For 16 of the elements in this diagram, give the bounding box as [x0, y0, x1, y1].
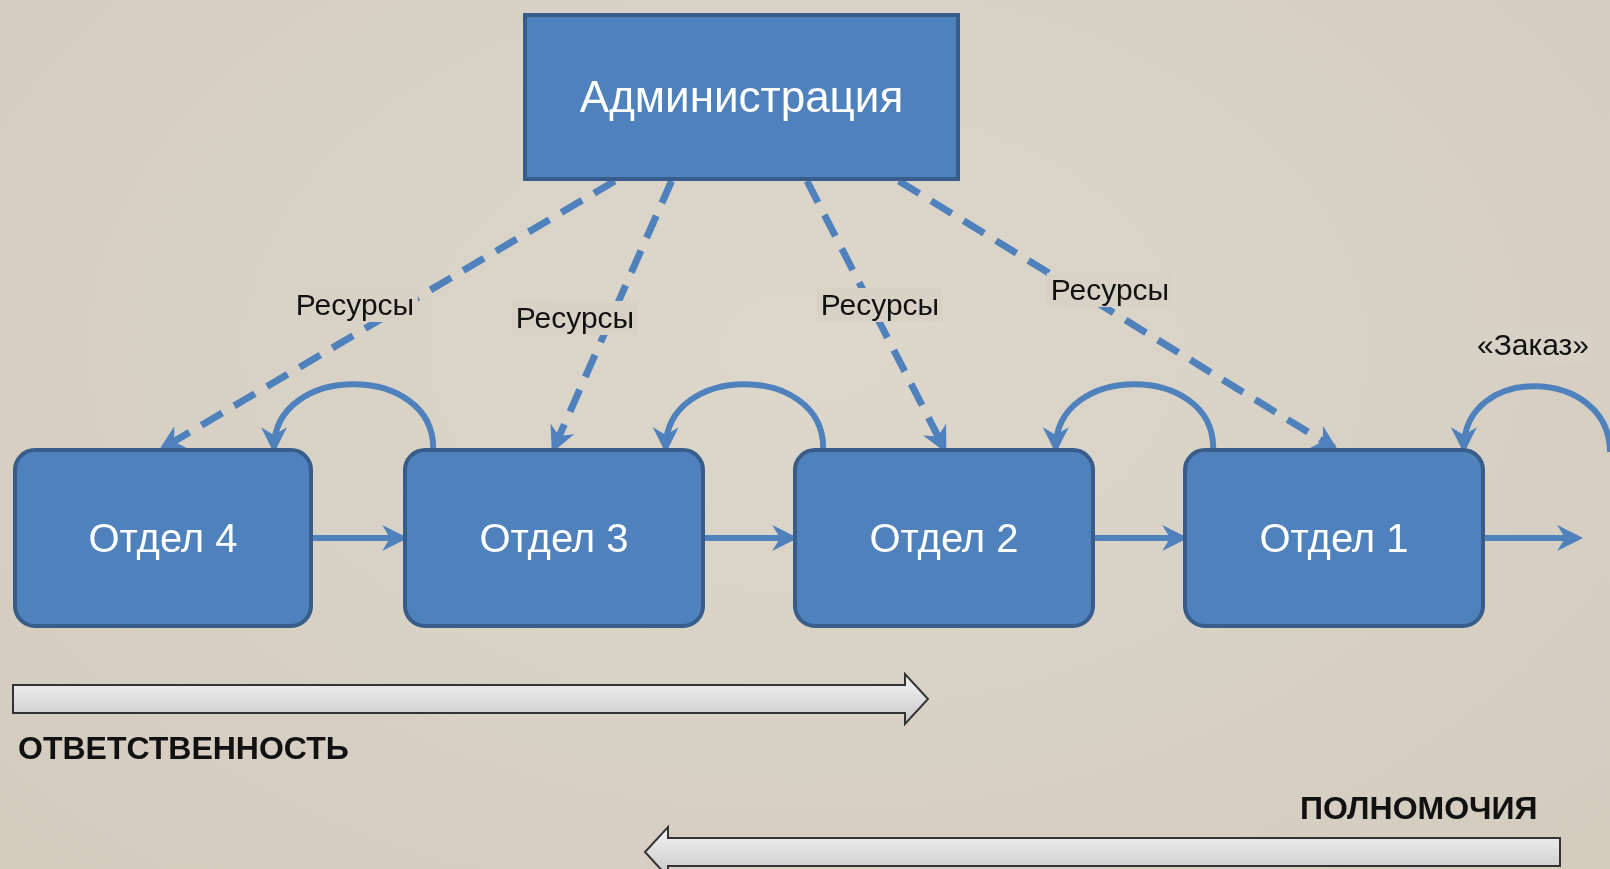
node-label: Отдел 1 — [1259, 515, 1409, 561]
arrow — [1485, 525, 1584, 551]
node-label: Отдел 2 — [869, 515, 1019, 561]
rounded-process-box — [1183, 448, 1485, 628]
rounded-process-box — [13, 448, 313, 628]
process-box — [523, 13, 960, 181]
edge-label: Ресурсы — [816, 288, 944, 322]
edge-label: Ресурсы — [511, 301, 639, 335]
node-label: Отдел 3 — [479, 515, 629, 561]
axis-caption: ОТВЕТСТВЕННОСТЬ — [18, 730, 349, 767]
curved-arrow — [1454, 383, 1610, 454]
rounded-process-box — [793, 448, 1095, 628]
node-label: Администрация — [579, 72, 904, 122]
rounded-process-box — [403, 448, 705, 628]
node-label: Отдел 4 — [88, 515, 238, 561]
axis-caption: ПОЛНОМОЧИЯ — [1300, 790, 1538, 827]
